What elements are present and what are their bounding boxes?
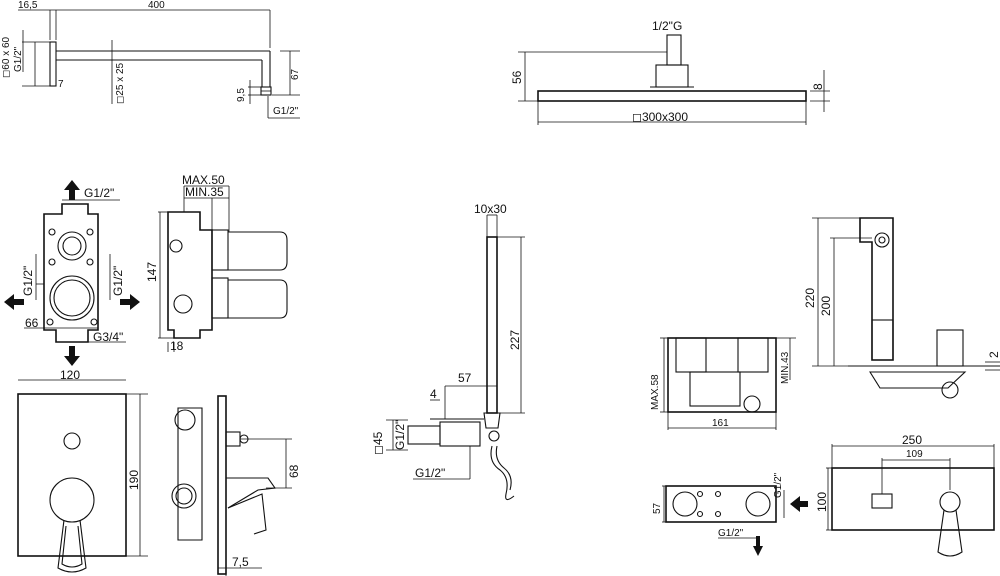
dim-161: 161 bbox=[712, 418, 729, 429]
dim-16-5: 16,5 bbox=[18, 0, 38, 11]
dim-109: 109 bbox=[906, 449, 923, 460]
dim-g12-inlet: G1/2" bbox=[13, 46, 24, 72]
basin-body-front: 57 G1/2" G1/2" bbox=[652, 472, 808, 556]
dim-300x300: ◻300x300 bbox=[632, 110, 688, 124]
dim-g12-top: G1/2" bbox=[84, 186, 114, 200]
dim-68: 68 bbox=[287, 464, 301, 478]
dim-g12-basin-bottom: G1/2" bbox=[718, 528, 744, 539]
dim-2: 2 bbox=[987, 351, 1000, 358]
basin-mixer-side: 220 200 2 bbox=[803, 217, 1000, 399]
dim-57: 57 bbox=[458, 371, 472, 385]
dim-66: 66 bbox=[25, 316, 39, 330]
mixer-plate-side: 68 7,5 bbox=[171, 395, 301, 576]
dim-250: 250 bbox=[902, 433, 922, 447]
dim-400: 400 bbox=[148, 0, 165, 11]
dim-g12-hs-2: G1/2" bbox=[415, 466, 445, 480]
mixer-plate-front: 120 190 bbox=[17, 368, 148, 573]
dim-9-5: 9,5 bbox=[236, 88, 247, 102]
dim-12g: 1/2"G bbox=[652, 19, 682, 33]
hand-shower-view: 10x30 227 57 4 ◻45 G1/2" G1/2" bbox=[371, 202, 525, 501]
dim-100: 100 bbox=[815, 492, 829, 512]
dim-g12-hs-1: G1/2" bbox=[393, 420, 407, 450]
dim-g12-basin-side: G1/2" bbox=[773, 472, 784, 498]
dim-120: 120 bbox=[60, 368, 80, 382]
dim-4: 4 bbox=[430, 387, 437, 401]
dim-7-5: 7,5 bbox=[232, 555, 249, 569]
dim-8: 8 bbox=[811, 83, 825, 90]
dim-67: 67 bbox=[290, 68, 301, 80]
dim-18: 18 bbox=[170, 339, 184, 353]
dim-60x60: ◻60 x 60 bbox=[1, 36, 12, 78]
diverter-body-front: G1/2" G1/2" G1/2" 66 G3/4" bbox=[4, 180, 140, 366]
dim-min35: MIN.35 bbox=[185, 185, 224, 199]
dim-10x30: 10x30 bbox=[474, 202, 507, 216]
dim-min43: MIN.43 bbox=[780, 351, 791, 384]
dim-g12-left: G1/2" bbox=[21, 266, 35, 296]
basin-plate-front: 250 109 100 bbox=[815, 433, 995, 557]
dim-7: 7 bbox=[58, 79, 64, 90]
dim-g12-outlet: G1/2" bbox=[273, 106, 299, 117]
dim-200: 200 bbox=[819, 296, 833, 316]
dim-g12-right: G1/2" bbox=[111, 266, 125, 296]
dim-max50: MAX.50 bbox=[182, 173, 225, 187]
basin-body-side: MAX.58 MIN.43 161 bbox=[650, 337, 796, 430]
dim-25x25: ◻25 x 25 bbox=[115, 62, 126, 104]
shower-arm-view: 16,5 400 ◻60 x 60 G1/2" 7 ◻25 x 25 67 9,… bbox=[1, 0, 301, 119]
dim-227: 227 bbox=[508, 330, 522, 350]
dim-190: 190 bbox=[127, 470, 141, 490]
dim-220: 220 bbox=[803, 288, 817, 308]
diverter-body-side: MAX.50 MIN.35 147 18 bbox=[145, 173, 288, 353]
dim-56: 56 bbox=[510, 70, 524, 84]
dim-max58: MAX.58 bbox=[650, 374, 661, 410]
dim-g34: G3/4" bbox=[93, 330, 123, 344]
dim-57-basin: 57 bbox=[652, 502, 663, 514]
dim-147: 147 bbox=[145, 262, 159, 282]
shower-head-view: 1/2"G 56 8 ◻300x300 bbox=[510, 19, 830, 125]
dim-sq45: ◻45 bbox=[371, 431, 385, 455]
